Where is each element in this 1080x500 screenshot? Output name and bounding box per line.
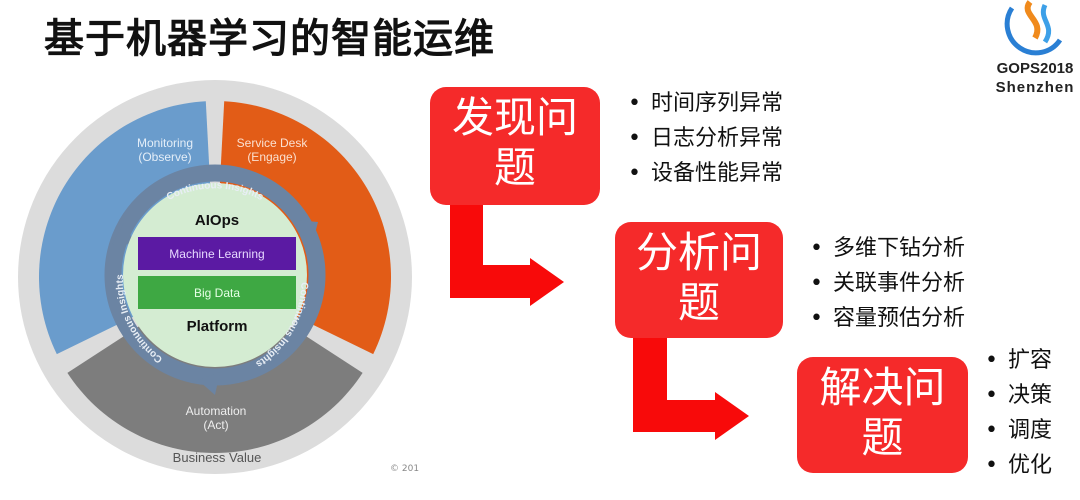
big-data-layer [138, 276, 296, 309]
ring-arrow-head [295, 220, 318, 245]
platform-label: Platform [187, 318, 248, 335]
ring-arrow-head [198, 372, 220, 395]
copyright: © 201 [390, 464, 420, 474]
step-title: 题 [861, 413, 904, 462]
step-title: 发现问 [451, 93, 578, 142]
service-desk-label: Service Desk [237, 136, 309, 150]
list-item: 优化 [985, 448, 1052, 483]
ring-arrow-head [112, 222, 135, 245]
logo-text-event: GOPS2018 [996, 60, 1074, 77]
automation-label: Automation [186, 404, 247, 418]
aiops-label: AIOps [195, 212, 239, 229]
machine-learning-layer [138, 237, 296, 270]
aiops-core [123, 183, 307, 367]
step-title: 题 [493, 143, 536, 192]
arrow-step1-to-step2 [450, 205, 564, 306]
step-title: 解决问 [819, 363, 946, 412]
list-item: 扩容 [985, 343, 1052, 378]
arrow-step2-to-step3 [633, 338, 749, 440]
gops-logo: GOPS2018 Shenzhen [990, 0, 1080, 100]
step-title: 题 [677, 278, 720, 327]
step-title: 分析问 [635, 228, 762, 277]
list-item: 关联事件分析 [810, 266, 965, 301]
list-item: 多维下钻分析 [810, 231, 965, 266]
list-item: 调度 [985, 413, 1052, 448]
aiops-wheel-diagram: Continuous Insights Continuous Insights … [18, 80, 412, 474]
business-value-label: Business Value [173, 450, 262, 465]
step-box-resolve: 解决问题 [797, 357, 968, 473]
list-item: 设备性能异常 [628, 156, 783, 191]
list-item: 决策 [985, 378, 1052, 413]
machine-learning-label: Machine Learning [169, 247, 264, 261]
step-list-resolve: 扩容决策调度优化 [985, 343, 1052, 483]
step-box-discover: 发现问题 [430, 87, 600, 205]
logo-text-city: Shenzhen [995, 79, 1075, 96]
monitoring-label: Monitoring [137, 136, 193, 150]
list-item: 日志分析异常 [628, 121, 783, 156]
step-box-analyze: 分析问题 [615, 222, 783, 338]
page-title: 基于机器学习的智能运维 [44, 16, 495, 62]
big-data-label: Big Data [194, 286, 240, 300]
list-item: 容量预估分析 [810, 301, 965, 336]
step-list-analyze: 多维下钻分析关联事件分析容量预估分析 [810, 231, 965, 336]
service-desk-sublabel: (Engage) [247, 150, 296, 164]
automation-sublabel: (Act) [203, 418, 228, 432]
monitoring-sublabel: (Observe) [138, 150, 191, 164]
gops-logo-icon [1004, 0, 1063, 56]
step-list-discover: 时间序列异常日志分析异常设备性能异常 [628, 86, 783, 191]
list-item: 时间序列异常 [628, 86, 783, 121]
